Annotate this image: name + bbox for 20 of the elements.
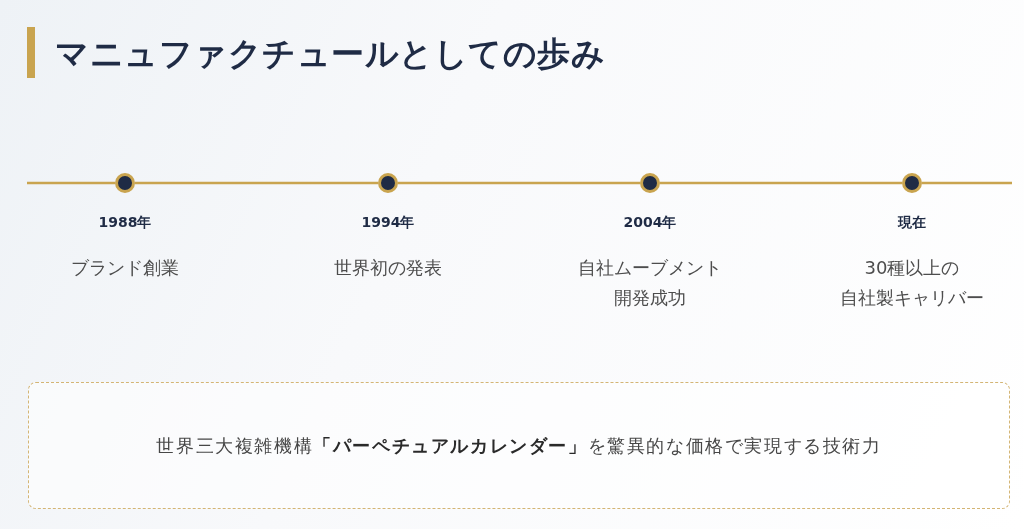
timeline-line [27, 181, 115, 185]
callout-box [28, 382, 1010, 509]
timeline-dot [640, 173, 660, 193]
event-description: ブランド創業 [71, 256, 179, 280]
timeline-line [398, 181, 640, 185]
timeline-line [660, 181, 902, 185]
event-description: 自社ムーブメント開発成功 [578, 256, 722, 310]
event-description: 30種以上の自社製キャリバー [840, 256, 984, 310]
callout-text: 世界三大複雑機構「パーペチュアルカレンダー」を驚異的な価格で実現する技術力 [156, 433, 882, 458]
year-label: 1988年 [98, 213, 152, 232]
timeline-dot [115, 173, 135, 193]
event-description: 世界初の発表 [334, 256, 442, 280]
year-label: 2004年 [623, 213, 677, 232]
timeline-dot [378, 173, 398, 193]
timeline-line [922, 181, 1012, 185]
timeline-line [135, 181, 378, 185]
page-title: マニュファクチュールとしての歩み [55, 33, 605, 75]
year-label: 現在 [898, 213, 926, 232]
timeline-dot [902, 173, 922, 193]
year-label: 1994年 [361, 213, 415, 232]
